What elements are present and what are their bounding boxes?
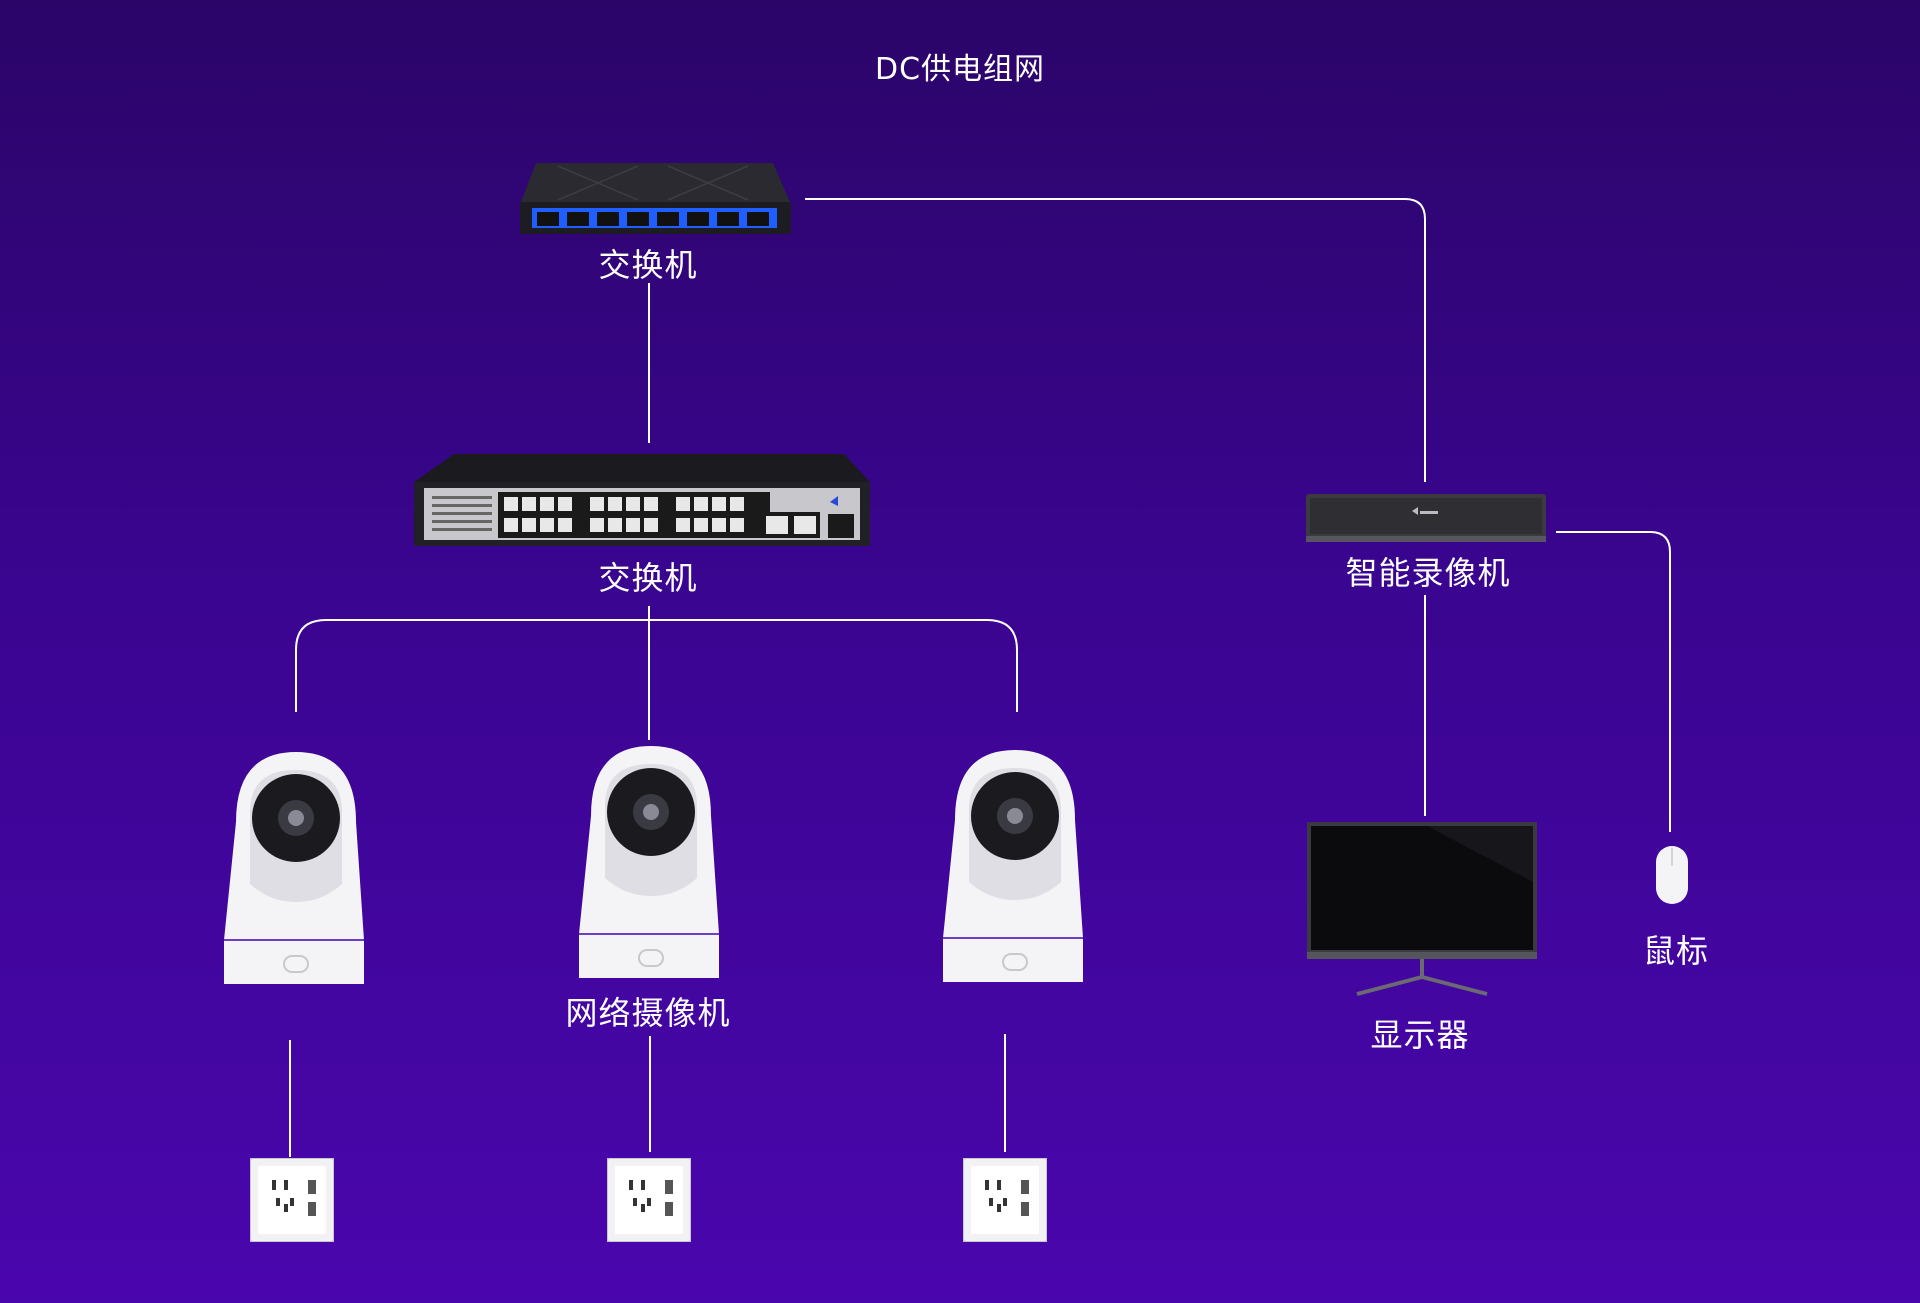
wire-poe-to-cameras	[295, 619, 1018, 712]
switch-icon	[518, 158, 793, 238]
top-switch-label: 交换机	[598, 246, 698, 284]
page-title: DC供电组网	[874, 52, 1046, 87]
monitor-label: 显示器	[1370, 1016, 1470, 1054]
power-socket-icon	[963, 1158, 1047, 1242]
camera-icon	[222, 752, 370, 984]
wire-nvr-to-mouse	[1556, 531, 1671, 832]
nvr-label: 智能录像机	[1345, 554, 1511, 592]
power-socket-icon	[250, 1158, 334, 1242]
mouse-icon	[1656, 846, 1688, 904]
camera-icon	[941, 750, 1089, 982]
wire-switch-to-nvr	[805, 198, 1426, 482]
mouse-label: 鼠标	[1642, 932, 1710, 970]
poe-switch-label: 交换机	[598, 559, 698, 597]
camera-label: 网络摄像机	[565, 994, 731, 1032]
nvr-icon	[1306, 494, 1546, 542]
poe-switch-icon	[414, 452, 870, 548]
power-socket-icon	[607, 1158, 691, 1242]
camera-icon	[577, 746, 725, 978]
monitor-icon	[1307, 822, 1537, 997]
